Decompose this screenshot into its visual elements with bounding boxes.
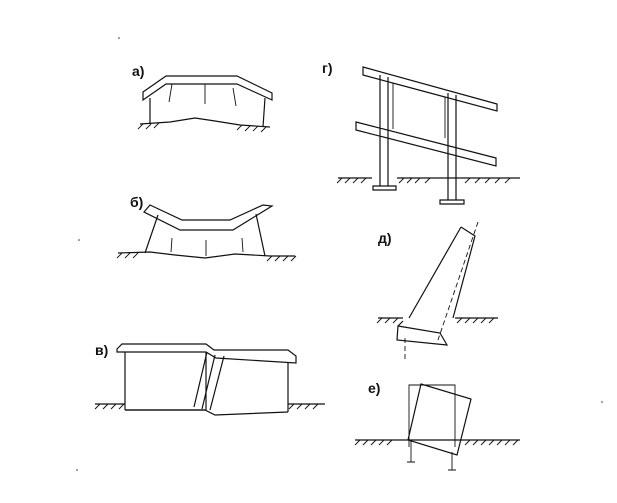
panel-g-inner-panel bbox=[392, 82, 446, 138]
panel-e-piles bbox=[407, 440, 456, 471]
panel-g-ground-hatch bbox=[336, 177, 511, 184]
panel-d-label: д) bbox=[378, 230, 392, 246]
panel-v-roof bbox=[116, 343, 297, 364]
panel-v-shear-crack bbox=[193, 351, 225, 411]
panel-a-label: а) bbox=[132, 63, 144, 79]
panel-g-footings bbox=[372, 185, 465, 205]
panel-b-columns bbox=[144, 213, 266, 257]
panel-a-columns bbox=[149, 97, 266, 128]
panel-v-label: в) bbox=[95, 342, 108, 358]
panel-a-cracks bbox=[168, 83, 237, 107]
panel-b-ground-hatch bbox=[116, 252, 297, 262]
panel-v-ground-hatch bbox=[94, 403, 319, 410]
panel-e-original-outline bbox=[408, 384, 456, 447]
panel-a: а) bbox=[132, 63, 273, 133]
panel-e-tilted-wall bbox=[407, 383, 472, 456]
panel-e: е) bbox=[354, 380, 520, 471]
panel-v-walls bbox=[124, 352, 289, 412]
scan-specks bbox=[76, 37, 603, 471]
panel-g: г) bbox=[322, 60, 520, 205]
panel-g-top-beam bbox=[362, 66, 498, 112]
panel-d-ground-hatch bbox=[376, 317, 495, 324]
panel-e-label: е) bbox=[368, 380, 380, 396]
panel-d-footing bbox=[396, 320, 449, 346]
panel-a-ground bbox=[139, 117, 271, 128]
panel-g-left-column bbox=[379, 75, 389, 186]
panel-g-right-column bbox=[447, 93, 457, 200]
panel-d-axis bbox=[404, 221, 479, 362]
panel-b: б) bbox=[116, 194, 297, 262]
panel-b-label: б) bbox=[130, 194, 143, 210]
panel-v: в) bbox=[94, 342, 325, 416]
panel-b-cracks bbox=[170, 237, 244, 256]
panel-g-mid-beam bbox=[355, 121, 497, 167]
panel-a-beam bbox=[142, 75, 273, 102]
panel-g-label: г) bbox=[322, 60, 333, 76]
panel-b-ground bbox=[117, 251, 295, 259]
panel-e-ground-hatch bbox=[354, 439, 519, 446]
panel-b-beam bbox=[143, 204, 274, 231]
panel-a-ground-hatch bbox=[137, 122, 267, 133]
panel-d-wall bbox=[408, 226, 476, 319]
panel-d: д) bbox=[376, 221, 498, 362]
